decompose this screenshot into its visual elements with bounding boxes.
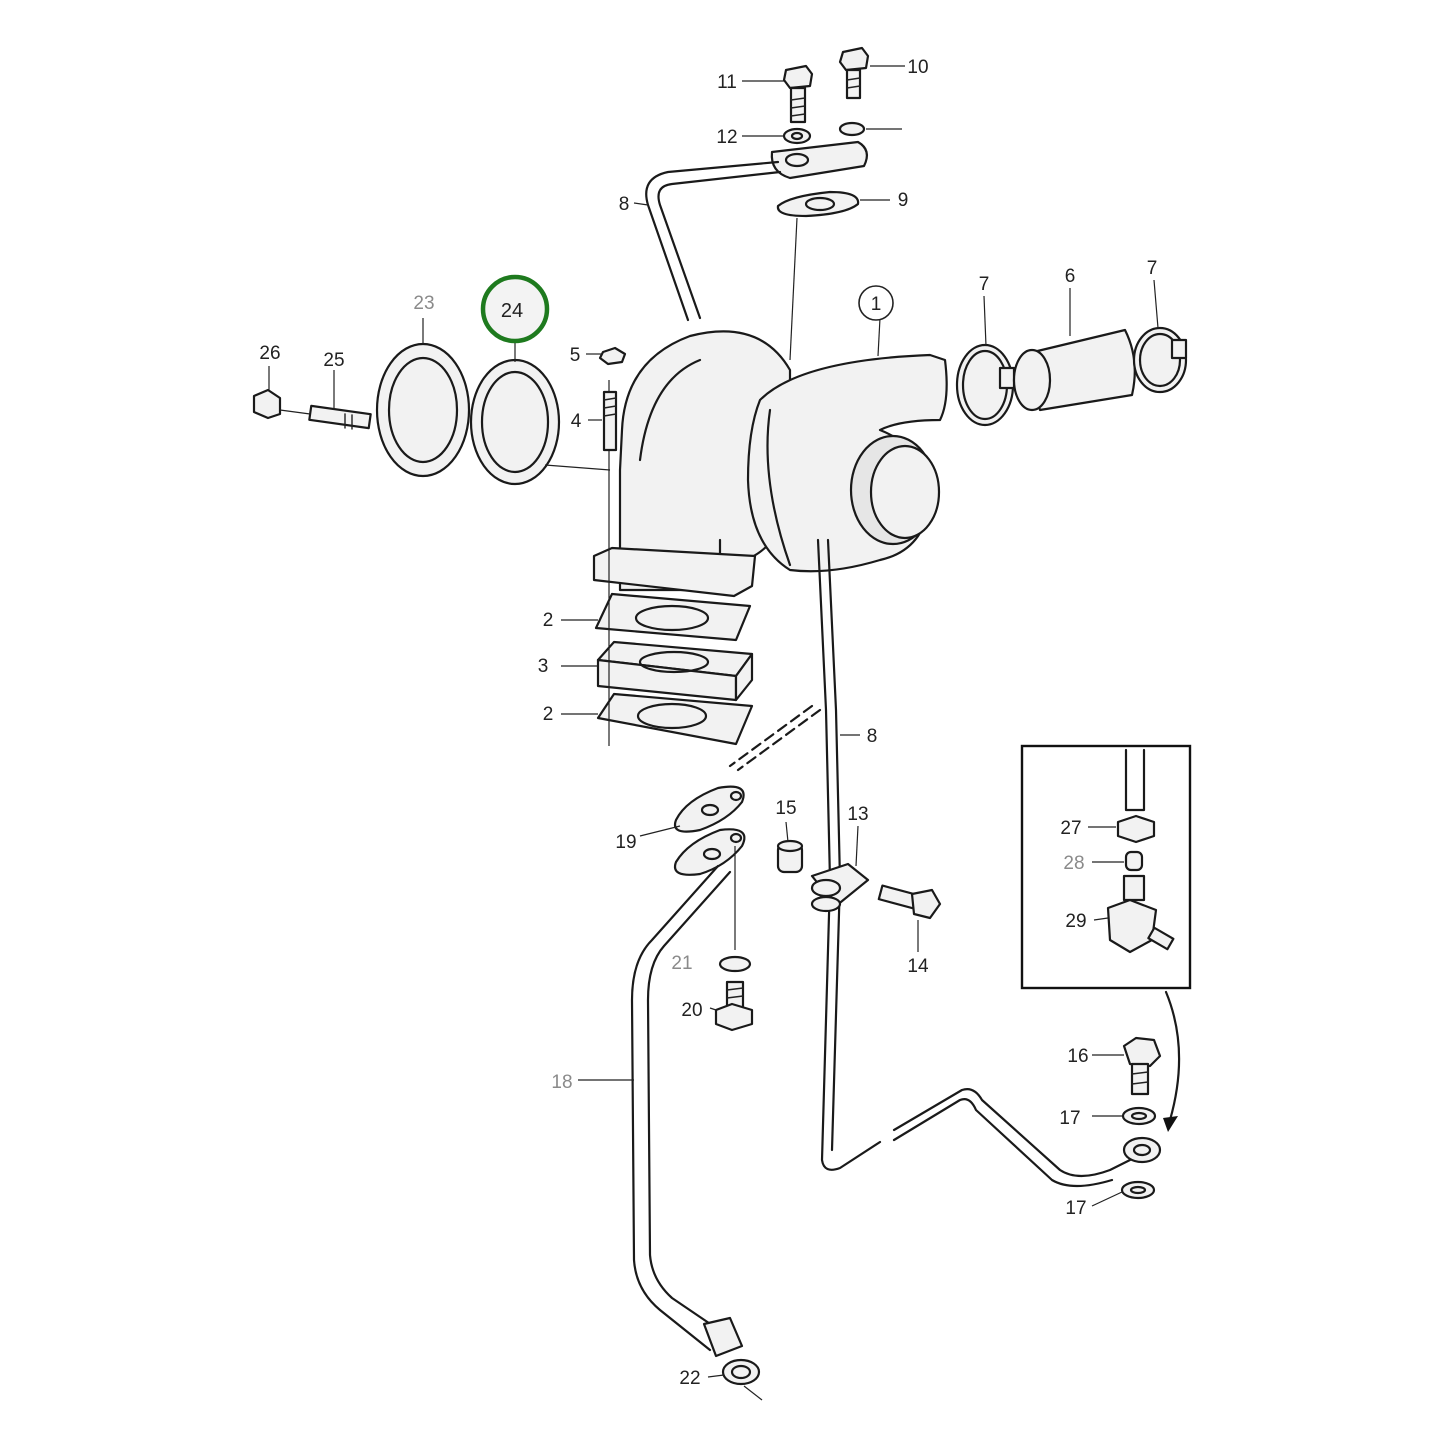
label-19: 19 — [615, 832, 636, 853]
label-17-upper: 17 — [1059, 1108, 1080, 1129]
stud-25 — [308, 404, 372, 430]
olive-28 — [1124, 850, 1144, 872]
label-15: 15 — [775, 798, 796, 819]
inset-arrow — [1164, 990, 1181, 1122]
label-20: 20 — [681, 1000, 702, 1021]
label-6: 6 — [1065, 266, 1076, 287]
dashed-leader-19 — [736, 708, 822, 772]
label-13: 13 — [847, 804, 868, 825]
label-5: 5 — [570, 345, 581, 366]
label-2-upper: 2 — [543, 610, 554, 631]
callout-ring-1 — [858, 285, 894, 321]
label-4: 4 — [571, 411, 582, 432]
flange-21 — [673, 828, 746, 876]
label-29: 29 — [1065, 911, 1086, 932]
oil-pipe-flange — [770, 140, 869, 180]
highlight-ring-24 — [480, 274, 550, 344]
nut-26 — [252, 388, 282, 420]
label-3: 3 — [538, 656, 549, 677]
label-23: 23 — [413, 293, 434, 314]
banjo-bolt-16 — [1122, 1036, 1162, 1096]
oil-supply-pipe-upper-edge — [657, 170, 782, 320]
oil-return-pipe-18-edge — [646, 870, 732, 1338]
hose-6 — [1012, 328, 1136, 412]
label-16: 16 — [1067, 1046, 1088, 1067]
nut-27 — [1116, 814, 1156, 844]
label-22: 22 — [679, 1368, 700, 1389]
oil-pipe-lower-left — [816, 538, 882, 1171]
label-17-lower: 17 — [1065, 1198, 1086, 1219]
washer-10 — [838, 121, 866, 137]
label-18: 18 — [551, 1072, 572, 1093]
label-2-lower: 2 — [543, 704, 554, 725]
spacer-3 — [596, 640, 754, 702]
washer-17-lower — [1120, 1180, 1156, 1200]
compressor-housing — [746, 353, 948, 573]
label-7-right: 7 — [1147, 258, 1158, 279]
gasket-9 — [776, 190, 860, 218]
leader-lines — [268, 65, 1159, 1401]
washer-17-upper — [1121, 1106, 1157, 1126]
stud-4 — [602, 390, 618, 452]
hose-clamp-7-right — [1132, 326, 1188, 394]
oil-return-pipe-18 — [630, 864, 720, 1352]
label-28: 28 — [1063, 853, 1084, 874]
gasket-2-lower — [596, 692, 754, 746]
bolt-10 — [838, 46, 870, 100]
gasket-19 — [673, 785, 745, 833]
label-25: 25 — [323, 350, 344, 371]
label-11: 11 — [717, 72, 737, 93]
hose-clamp-7-left — [955, 343, 1016, 427]
label-26: 26 — [259, 343, 280, 364]
pipe-end-sleeve — [702, 1316, 744, 1358]
washer-22 — [721, 1358, 761, 1386]
oil-pipe-lower-right — [892, 1088, 1132, 1178]
bolt-20 — [714, 980, 754, 1032]
label-12: 12 — [716, 127, 737, 148]
label-1: 1 — [871, 294, 882, 315]
label-8-upper: 8 — [619, 194, 630, 215]
gasket-2-upper — [594, 592, 752, 642]
turbine-inlet-flange — [592, 546, 757, 598]
inset-pipe — [1124, 748, 1146, 812]
oil-pipe-lower-left-edge — [826, 538, 842, 1152]
label-14: 14 — [907, 956, 929, 977]
washer-12 — [782, 127, 812, 145]
oil-pipe-lower-right-edge — [892, 1098, 1114, 1188]
washer-20 — [718, 955, 752, 973]
bolt-11 — [782, 64, 814, 124]
banjo-fitting — [1122, 1136, 1162, 1164]
label-10: 10 — [907, 57, 928, 78]
bolt-14 — [877, 884, 942, 920]
spacer-15 — [776, 839, 804, 874]
label-27: 27 — [1060, 818, 1081, 839]
label-24: 24 — [501, 300, 523, 322]
label-21: 21 — [671, 953, 692, 974]
label-8-lower: 8 — [867, 726, 878, 747]
inset-arrow-head — [1163, 1116, 1178, 1132]
flange-23 — [375, 342, 471, 478]
detail-inset-frame — [1020, 744, 1192, 990]
label-9: 9 — [898, 190, 909, 211]
dashed-leader-19-edge — [728, 704, 814, 768]
pipe-clamp-13 — [810, 862, 870, 913]
elbow-fitting-29 — [1106, 874, 1175, 954]
label-7-left: 7 — [979, 274, 990, 295]
nut-5 — [598, 346, 627, 366]
